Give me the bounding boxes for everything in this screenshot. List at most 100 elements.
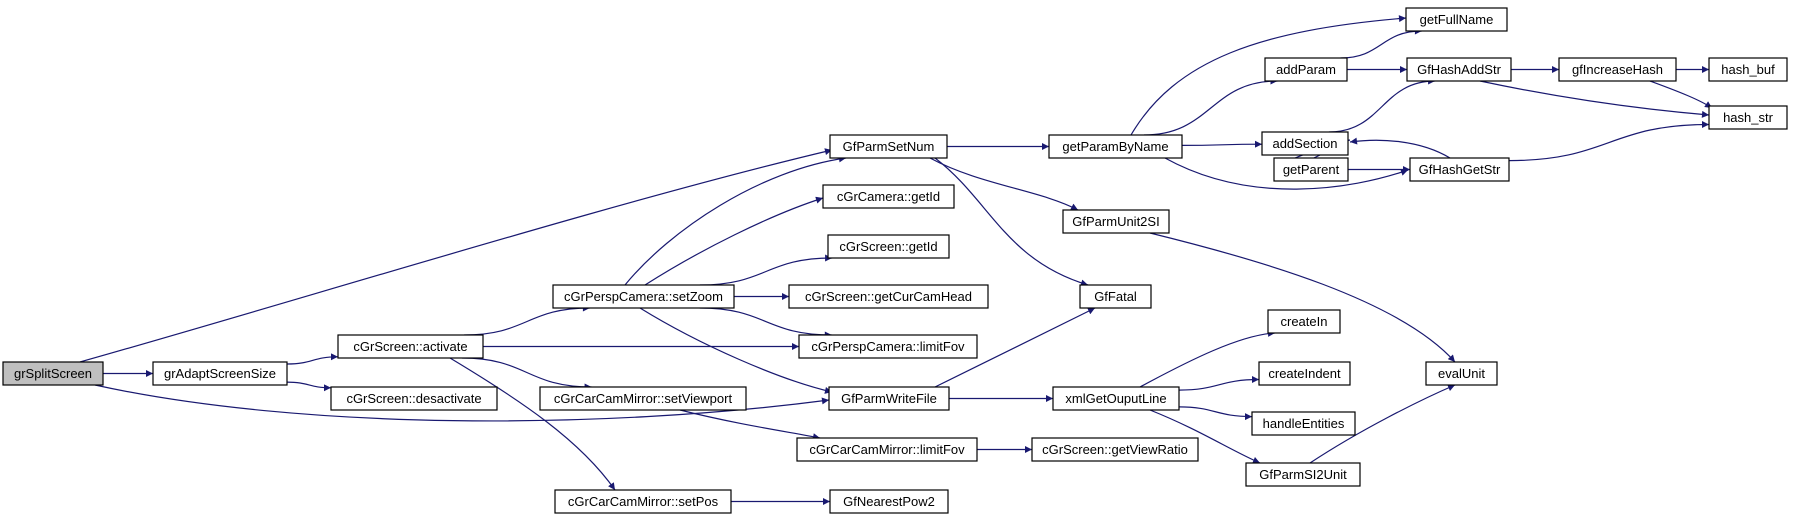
- node-GfParmWriteFile[interactable]: GfParmWriteFile: [828, 386, 950, 411]
- edge-line: [1328, 77, 1436, 133]
- edge-line: [286, 353, 339, 365]
- node-label: cGrCamera::getId: [837, 189, 940, 204]
- node-box: [829, 134, 948, 159]
- node-box: [1052, 386, 1180, 411]
- node-GfFatal[interactable]: GfFatal: [1079, 284, 1152, 309]
- node-box: [827, 234, 950, 259]
- node-box: [1062, 209, 1170, 234]
- node-GfHashAddStr[interactable]: GfHashAddStr: [1406, 57, 1512, 82]
- node-camGetId[interactable]: cGrCamera::getId: [822, 184, 955, 209]
- edge-line: [1340, 27, 1422, 59]
- node-box: [829, 489, 949, 514]
- edge-setZoom-to-GfParmWriteFile: [639, 307, 833, 394]
- node-getParamByName[interactable]: getParamByName: [1048, 134, 1183, 159]
- node-label: GfParmUnit2SI: [1072, 214, 1159, 229]
- node-GfHashGetStr[interactable]: GfHashGetStr: [1409, 157, 1510, 182]
- node-box: [788, 284, 989, 309]
- node-box: [337, 334, 484, 359]
- node-label: cGrScreen::activate: [353, 339, 467, 354]
- edge-GfHashGetStr-to-addSection: [1349, 137, 1451, 159]
- node-perspLimitFov[interactable]: cGrPerspCamera::limitFov: [798, 334, 978, 359]
- node-addSection[interactable]: addSection: [1261, 131, 1349, 156]
- node-label: hash_buf: [1721, 62, 1775, 77]
- node-GfParmSI2Unit[interactable]: GfParmSI2Unit: [1245, 462, 1361, 487]
- node-handleEntities[interactable]: handleEntities: [1251, 411, 1356, 436]
- edge-getParamByName-to-addParam: [1143, 77, 1278, 136]
- node-box: [554, 489, 732, 514]
- edge-line: [1164, 157, 1409, 190]
- node-label: gfIncreaseHash: [1572, 62, 1663, 77]
- edge-getParamByName-to-GfHashGetStr: [1164, 157, 1409, 190]
- node-addParam[interactable]: addParam: [1264, 57, 1348, 82]
- node-box: [1708, 57, 1788, 82]
- edge-setZoom-to-scrGetId: [699, 254, 833, 286]
- node-hash_str[interactable]: hash_str: [1708, 105, 1788, 130]
- edge-line: [679, 409, 821, 441]
- edge-line: [1649, 80, 1713, 109]
- node-grAdaptScreenSize[interactable]: grAdaptScreenSize: [152, 361, 288, 386]
- node-GfNearestPow2[interactable]: GfNearestPow2: [829, 489, 949, 514]
- edge-line: [94, 384, 830, 422]
- node-createIn[interactable]: createIn: [1267, 309, 1341, 334]
- node-evalUnit[interactable]: evalUnit: [1425, 361, 1498, 386]
- node-box: [798, 334, 978, 359]
- node-scrGetId[interactable]: cGrScreen::getId: [827, 234, 950, 259]
- edge-GfHashGetStr-to-hash_str: [1508, 121, 1710, 162]
- node-GfParmSetNum[interactable]: GfParmSetNum: [829, 134, 948, 159]
- node-desactivate[interactable]: cGrScreen::desactivate: [330, 386, 498, 411]
- node-GfParmUnit2SI[interactable]: GfParmUnit2SI: [1062, 209, 1170, 234]
- node-label: cGrScreen::desactivate: [346, 391, 481, 406]
- edge-grAdaptScreenSize-to-activate: [286, 353, 339, 365]
- edge-grAdaptScreenSize-to-desactivate: [286, 381, 332, 392]
- node-label: cGrScreen::getId: [839, 239, 937, 254]
- edge-line: [1139, 329, 1276, 388]
- node-label: getParamByName: [1062, 139, 1168, 154]
- edge-line: [286, 381, 332, 392]
- edge-line: [639, 307, 833, 394]
- node-setPos[interactable]: cGrCarCamMirror::setPos: [554, 489, 732, 514]
- node-getCurCamHead[interactable]: cGrScreen::getCurCamHead: [788, 284, 989, 309]
- node-getFullName[interactable]: getFullName: [1405, 7, 1508, 32]
- edges-layer: [79, 15, 1713, 505]
- edge-setViewport-to-mirrorLimitFov: [679, 409, 821, 441]
- node-label: cGrCarCamMirror::setPos: [568, 494, 719, 509]
- node-xmlGetOuputLine[interactable]: xmlGetOuputLine: [1052, 386, 1180, 411]
- node-mirrorLimitFov[interactable]: cGrCarCamMirror::limitFov: [796, 437, 978, 462]
- node-label: cGrCarCamMirror::setViewport: [554, 391, 733, 406]
- node-box: [1273, 157, 1349, 182]
- edge-line: [624, 155, 847, 286]
- node-label: GfParmSetNum: [843, 139, 935, 154]
- node-setViewport[interactable]: cGrCarCamMirror::setViewport: [539, 386, 747, 411]
- node-label: handleEntities: [1263, 416, 1345, 431]
- edge-xmlGetOuputLine-to-handleEntities: [1178, 406, 1253, 421]
- node-createIndent[interactable]: createIndent: [1258, 361, 1351, 386]
- node-label: createIndent: [1268, 366, 1341, 381]
- edge-GfHashAddStr-to-hash_str: [1479, 80, 1710, 118]
- edge-GfParmUnit2SI-to-evalUnit: [1149, 232, 1456, 363]
- edge-line: [1349, 137, 1451, 159]
- edge-line: [464, 304, 590, 336]
- node-setZoom[interactable]: cGrPerspCamera::setZoom: [552, 284, 735, 309]
- edge-line: [1479, 80, 1710, 118]
- edge-xmlGetOuputLine-to-GfParmSI2Unit: [1149, 409, 1261, 464]
- node-getViewRatio[interactable]: cGrScreen::getViewRatio: [1031, 437, 1199, 462]
- node-getParent[interactable]: getParent: [1273, 157, 1349, 182]
- node-box: [152, 361, 288, 386]
- node-hash_buf[interactable]: hash_buf: [1708, 57, 1788, 82]
- node-label: grSplitScreen: [14, 366, 92, 381]
- node-label: grAdaptScreenSize: [164, 366, 276, 381]
- node-label: cGrPerspCamera::setZoom: [564, 289, 723, 304]
- node-box: [828, 386, 950, 411]
- edge-line: [1149, 409, 1261, 464]
- edge-addParam-to-getFullName: [1340, 27, 1422, 59]
- node-activate[interactable]: cGrScreen::activate: [337, 334, 484, 359]
- node-box: [1425, 361, 1498, 386]
- node-gfIncreaseHash[interactable]: gfIncreaseHash: [1558, 57, 1677, 82]
- edge-setZoom-to-camGetId: [644, 196, 824, 286]
- node-box: [330, 386, 498, 411]
- edge-line: [929, 157, 1079, 211]
- node-label: cGrScreen::getCurCamHead: [805, 289, 972, 304]
- node-box: [1258, 361, 1351, 386]
- edge-addSection-to-GfHashAddStr: [1328, 77, 1436, 133]
- node-grSplitScreen[interactable]: grSplitScreen: [2, 361, 104, 386]
